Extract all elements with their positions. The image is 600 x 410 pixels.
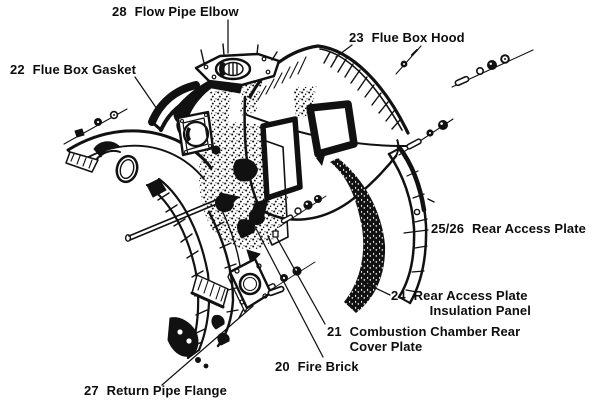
rear-access-plate [387,144,435,305]
flue-inspection-plate [176,110,215,157]
fastener-set-center [278,195,327,228]
part-name: Flue Box Hood [371,30,465,45]
part-name: Flue Box Gasket [32,62,137,77]
part-name: Fire Brick [297,359,359,374]
part-number: 28 [112,4,127,19]
callout-flow-pipe-elbow: 28 Flow Pipe Elbow [112,4,239,19]
part-name: Rear Access Plate [413,288,528,303]
flue-window-frame [306,100,358,166]
flue-outlet-frame [237,116,303,264]
fastener-set-mid-right [398,118,454,156]
part-number: 20 [275,359,290,374]
callout-combustion-cover-plate: 21 Combustion Chamber Rear Cover Plate [327,324,520,354]
callout-flue-box-hood: 23 Flue Box Hood [349,30,465,45]
part-number: 23 [349,30,364,45]
part-name-line2: Insulation Panel [429,303,531,318]
leader-lines [134,19,429,386]
part-name: Rear Access Plate [472,221,587,236]
part-name: Return Pipe Flange [106,383,227,398]
insulation-panel [330,158,386,313]
fastener-set-upper-left [63,108,128,145]
part-number: 24 [391,288,406,303]
part-number: 27 [84,383,99,398]
part-number: 21 [327,324,342,339]
callout-return-pipe-flange: 27 Return Pipe Flange [84,383,227,398]
combustion-cover-plate [265,140,289,246]
return-pipe-flange [227,257,285,319]
flow-pipe-flange [194,43,281,94]
part-number: 25/26 [431,221,465,236]
fastener-set-hood-right [395,45,422,75]
part-number: 22 [10,62,25,77]
callout-fire-brick: 20 Fire Brick [275,359,359,374]
fastener-set-top-right [451,49,534,88]
part-name: Combustion Chamber Rear [349,324,521,339]
part-name-line2: Cover Plate [349,339,423,354]
part-name: Flow Pipe Elbow [134,4,239,19]
callout-insulation-panel: 24 Rear Access Plate Insulation Panel [391,288,531,318]
callout-flue-box-gasket: 22 Flue Box Gasket [10,62,136,77]
callout-rear-access-plate: 25/26 Rear Access Plate [431,221,586,236]
